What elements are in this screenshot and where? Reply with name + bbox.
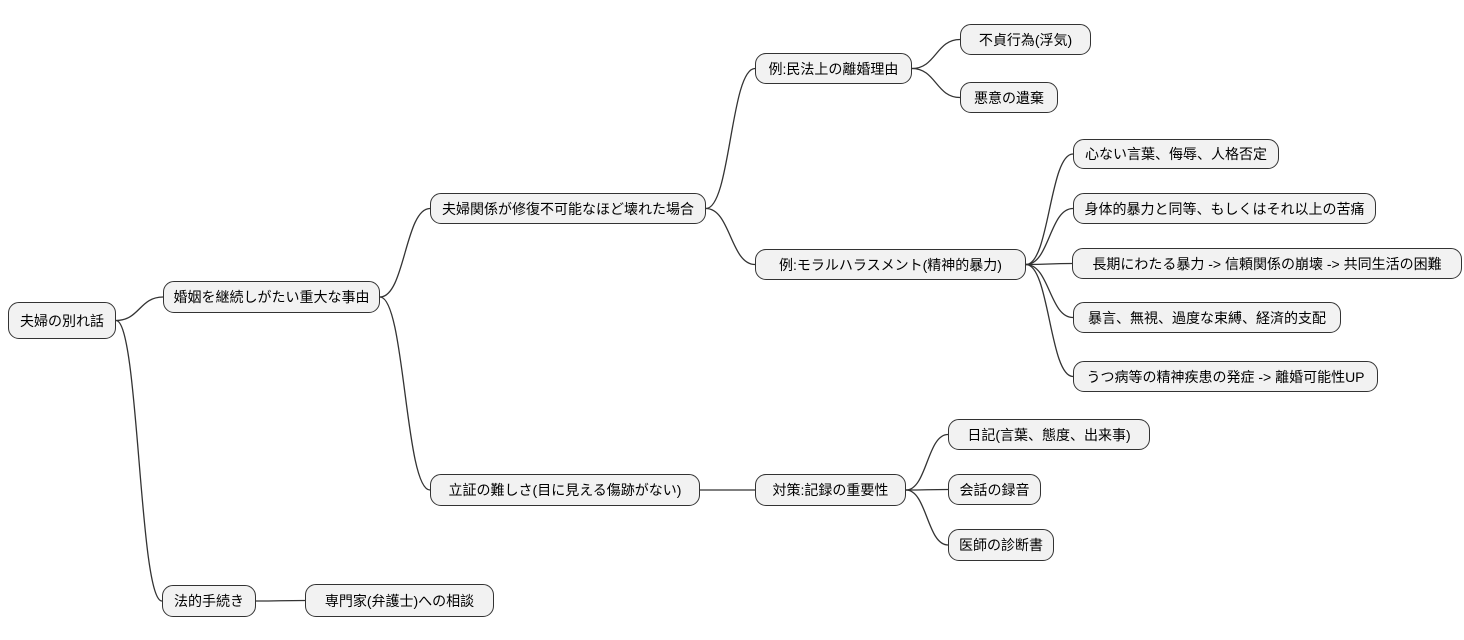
edge-divorce-talk-to-legal-procedure [115, 319, 163, 602]
mindmap-node-broken-beyond-repair: 夫婦関係が修復不可能なほど壊れた場合 [430, 193, 706, 224]
edge-legal-procedure-to-consult-lawyer [255, 599, 306, 602]
edge-moral-harassment-to-equal-to-physical [1025, 207, 1074, 266]
mindmap-node-depression: うつ病等の精神疾患の発症 -> 離婚可能性UP [1073, 361, 1378, 392]
mindmap-node-proof-difficulty: 立証の難しさ(目に見える傷跡がない) [430, 474, 700, 506]
edge-broken-beyond-repair-to-moral-harassment [705, 207, 756, 266]
edge-civil-law-reasons-to-malicious-desertion [911, 67, 961, 99]
edge-moral-harassment-to-verbal-abuse [1025, 263, 1074, 319]
mindmap-node-long-term-abuse: 長期にわたる暴力 -> 信頼関係の崩壊 -> 共同生活の困難 [1072, 248, 1462, 279]
mindmap-node-infidelity: 不貞行為(浮気) [960, 24, 1091, 55]
mindmap-node-malicious-desertion: 悪意の遺棄 [960, 82, 1058, 113]
edge-divorce-talk-to-grave-reason [115, 296, 164, 322]
mindmap-node-record-importance: 対策:記録の重要性 [755, 474, 906, 506]
mindmap-node-equal-to-physical: 身体的暴力と同等、もしくはそれ以上の苦痛 [1073, 193, 1376, 224]
edge-moral-harassment-to-depression [1025, 263, 1074, 378]
mindmap-node-diary: 日記(言葉、態度、出来事) [948, 419, 1150, 450]
mindmap-node-hurtful-words: 心ない言葉、侮辱、人格否定 [1073, 139, 1279, 169]
mindmap-node-conversation-recording: 会話の録音 [948, 474, 1041, 505]
mindmap-node-grave-reason: 婚姻を継続しがたい重大な事由 [163, 281, 380, 313]
mindmap-node-civil-law-reasons: 例:民法上の離婚理由 [755, 53, 912, 84]
mindmap-node-medical-certificate: 医師の診断書 [948, 529, 1054, 561]
edge-grave-reason-to-proof-difficulty [379, 296, 431, 491]
edge-record-importance-to-conversation-recording [905, 488, 949, 491]
mindmap-node-divorce-talk: 夫婦の別れ話 [8, 302, 116, 339]
mindmap-node-consult-lawyer: 専門家(弁護士)への相談 [305, 584, 494, 617]
edge-moral-harassment-to-hurtful-words [1025, 153, 1074, 266]
edge-civil-law-reasons-to-infidelity [911, 38, 961, 70]
edge-moral-harassment-to-long-term-abuse [1025, 262, 1073, 266]
mindmap-node-verbal-abuse: 暴言、無視、過度な束縛、経済的支配 [1073, 302, 1341, 333]
edge-record-importance-to-medical-certificate [905, 489, 949, 546]
mindmap-node-legal-procedure: 法的手続き [162, 585, 256, 617]
mindmap-node-moral-harassment: 例:モラルハラスメント(精神的暴力) [755, 249, 1026, 280]
edge-record-importance-to-diary [905, 433, 949, 491]
edge-broken-beyond-repair-to-civil-law-reasons [705, 67, 756, 210]
edge-grave-reason-to-broken-beyond-repair [379, 207, 431, 298]
